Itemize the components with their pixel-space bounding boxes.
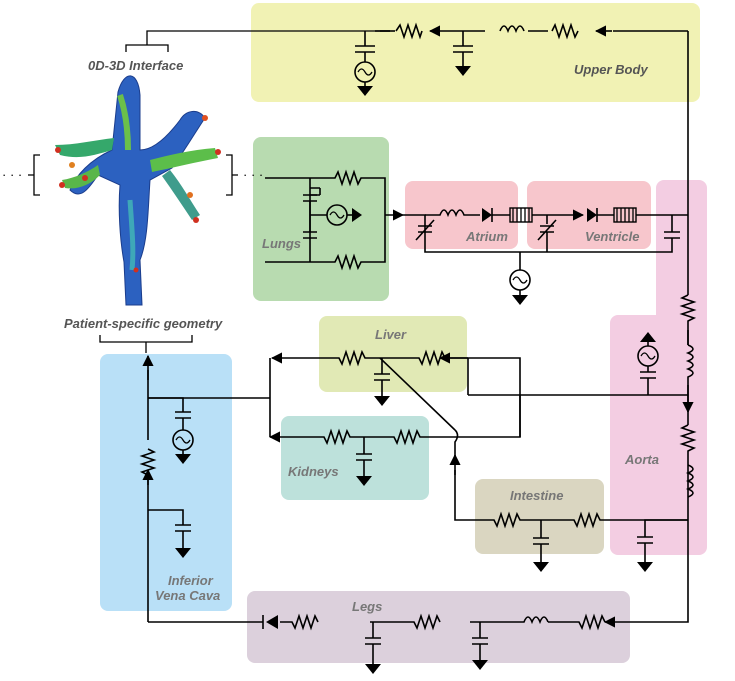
lungs-circuit bbox=[265, 169, 405, 271]
intestine-circuit bbox=[449, 453, 688, 572]
upper-body-region bbox=[251, 3, 700, 102]
interface-brace bbox=[28, 30, 380, 353]
legs-circuit bbox=[148, 613, 625, 674]
intestine-label: Intestine bbox=[510, 488, 564, 503]
lungs-region bbox=[253, 137, 389, 301]
geometry-label: Patient-specific geometry bbox=[64, 316, 223, 331]
upper-body-circuit bbox=[354, 22, 579, 96]
ivc-region bbox=[100, 354, 232, 611]
ventricle-label: Ventricle bbox=[585, 229, 640, 244]
ivc-label-line1: Inferior bbox=[168, 573, 213, 588]
ivc-label-line2: Vena Cava bbox=[155, 588, 221, 603]
kidneys-label: Kidneys bbox=[288, 464, 339, 479]
ivc-circuit bbox=[139, 354, 194, 622]
liver-label: Liver bbox=[375, 327, 407, 342]
legs-label: Legs bbox=[352, 599, 383, 614]
svg-text:· · ·: · · · bbox=[243, 167, 263, 182]
liver-kidney-circuit bbox=[148, 349, 521, 486]
aorta-label: Aorta bbox=[625, 452, 659, 467]
upper-body-label: Upper Body bbox=[574, 62, 648, 77]
aorta-circuit bbox=[460, 294, 697, 572]
lungs-label: Lungs bbox=[262, 236, 301, 251]
patient-geometry-image bbox=[55, 75, 221, 306]
interface-label: 0D-3D Interface bbox=[88, 58, 184, 73]
kidneys-region bbox=[281, 416, 429, 500]
svg-text:· · ·: · · · bbox=[2, 167, 22, 182]
heart-circuit bbox=[403, 207, 688, 305]
atrium-label: Atrium bbox=[466, 229, 508, 244]
